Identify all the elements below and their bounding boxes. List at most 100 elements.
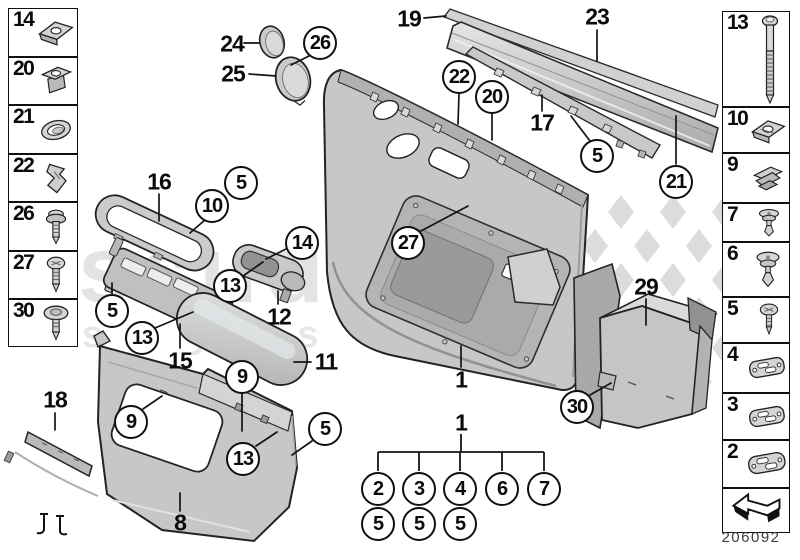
callout-leader-lines <box>54 15 677 512</box>
callout-circle-7[interactable]: 7 <box>527 472 561 506</box>
large-washer-screw-icon <box>43 305 69 341</box>
callout-19[interactable]: 19 <box>397 5 422 32</box>
part-box-26[interactable]: 26 <box>8 202 78 251</box>
callout-circle-5b[interactable]: 5 <box>402 507 436 541</box>
part-box-6[interactable]: 6 <box>722 242 790 297</box>
clip-nut-icon <box>38 20 74 46</box>
part-box-14[interactable]: 14 <box>8 8 78 57</box>
callout-circle-22[interactable]: 22 <box>442 60 476 94</box>
part-box-27[interactable]: 27 <box>8 251 78 299</box>
part-box-30[interactable]: 30 <box>8 299 78 347</box>
mounting-plate-icon <box>748 451 786 475</box>
callout-29[interactable]: 29 <box>634 273 659 300</box>
part-box-2[interactable]: 2 <box>722 440 790 488</box>
part-number: 22 <box>13 154 35 177</box>
part-number: 21 <box>13 105 35 128</box>
part-box-20[interactable]: 20 <box>8 57 78 105</box>
part-number: 6 <box>727 242 739 265</box>
washer-screw-icon <box>759 303 779 336</box>
callout-circle-5a[interactable]: 5 <box>361 507 395 541</box>
callout-23[interactable]: 23 <box>585 3 610 30</box>
cage-nut-icon <box>40 66 73 94</box>
callout-circle-13-switch[interactable]: 13 <box>125 321 159 355</box>
part-box-9[interactable]: 9 <box>722 153 790 203</box>
part-number: 27 <box>13 251 35 274</box>
callout-12[interactable]: 12 <box>267 303 292 330</box>
part-number: 13 <box>727 11 749 34</box>
expansion-rivet-icon <box>758 208 780 237</box>
cage-nut-clip-icon <box>751 120 786 144</box>
part-box-4[interactable]: 4 <box>722 343 790 393</box>
callout-24[interactable]: 24 <box>220 30 245 57</box>
long-bolt-icon <box>761 15 779 105</box>
clip-symbol-glyph <box>36 513 68 536</box>
washer-screw-icon <box>45 209 67 245</box>
callout-circle-5-switch[interactable]: 5 <box>95 294 129 328</box>
carrier-rail-illustration <box>464 46 661 159</box>
mounting-plate-icon <box>748 356 785 379</box>
part-number: 4 <box>727 343 739 366</box>
map-pocket-illustration <box>93 330 299 543</box>
part-number: 20 <box>13 57 35 80</box>
entry-strip-illustration <box>3 430 99 536</box>
callout-circle-30[interactable]: 30 <box>560 390 594 424</box>
part-number: 2 <box>727 440 739 463</box>
callout-circle-6[interactable]: 6 <box>485 472 519 506</box>
sill-strip-illustrations <box>442 8 719 154</box>
callout-circle-5-rail[interactable]: 5 <box>580 139 614 173</box>
callout-circle-13-pocket[interactable]: 13 <box>226 442 260 476</box>
callout-circle-3[interactable]: 3 <box>402 472 436 506</box>
part-box-22[interactable]: 22 <box>8 154 78 202</box>
diagram-number: 206092 <box>721 529 781 546</box>
part-number: 3 <box>727 393 739 416</box>
callout-circle-27[interactable]: 27 <box>391 226 425 260</box>
callout-circle-5-pocket[interactable]: 5 <box>308 412 342 446</box>
callout-18[interactable]: 18 <box>43 386 68 413</box>
callout-1-panel[interactable]: 1 <box>455 366 468 393</box>
part-box-5[interactable]: 5 <box>722 297 790 343</box>
part-number: 9 <box>727 153 739 176</box>
direction-arrow-box <box>722 488 790 533</box>
pan-head-screw-icon <box>46 256 66 293</box>
callout-circle-5-bezel[interactable]: 5 <box>224 166 258 200</box>
callout-circle-9-left[interactable]: 9 <box>114 405 148 439</box>
part-box-3[interactable]: 3 <box>722 393 790 440</box>
part-box-21[interactable]: 21 <box>8 105 78 154</box>
part-number: 10 <box>727 107 749 130</box>
callout-16[interactable]: 16 <box>147 168 172 195</box>
callout-tree-connectors <box>377 434 545 471</box>
mounting-plate-icon <box>748 405 785 427</box>
callout-circle-26[interactable]: 26 <box>303 26 337 60</box>
callout-circle-5c[interactable]: 5 <box>443 507 477 541</box>
callout-25[interactable]: 25 <box>221 60 246 87</box>
direction-of-travel-arrow-icon <box>731 492 781 522</box>
spring-clip-icon <box>46 163 67 194</box>
callout-17[interactable]: 17 <box>530 109 555 136</box>
callout-circle-14[interactable]: 14 <box>285 226 319 260</box>
part-box-10[interactable]: 10 <box>722 107 790 153</box>
part-number: 30 <box>13 299 35 322</box>
callout-circle-9-top[interactable]: 9 <box>225 360 259 394</box>
part-box-13[interactable]: 13 <box>722 11 790 107</box>
callout-circle-21[interactable]: 21 <box>659 165 693 199</box>
part-number: 7 <box>727 203 739 226</box>
part-number: 5 <box>727 297 739 320</box>
part-box-7[interactable]: 7 <box>722 203 790 242</box>
callout-circle-2[interactable]: 2 <box>361 472 395 506</box>
speaker-cap-illustrations <box>258 25 312 106</box>
callout-circle-13-handle[interactable]: 13 <box>213 269 247 303</box>
callout-circle-20[interactable]: 20 <box>475 80 509 114</box>
part-number: 26 <box>13 202 35 225</box>
callout-circle-10[interactable]: 10 <box>195 189 229 223</box>
expansion-rivet-icon <box>756 251 780 287</box>
callout-15[interactable]: 15 <box>168 347 193 374</box>
oval-nut-icon <box>41 119 71 140</box>
retainer-clip-icon <box>752 166 784 191</box>
callout-11[interactable]: 11 <box>314 348 338 375</box>
callout-1-tree[interactable]: 1 <box>455 409 468 436</box>
armrest-pad-illustration <box>175 292 309 386</box>
part-number: 14 <box>13 8 35 31</box>
callout-8[interactable]: 8 <box>174 509 187 536</box>
callout-circle-4[interactable]: 4 <box>443 472 477 506</box>
